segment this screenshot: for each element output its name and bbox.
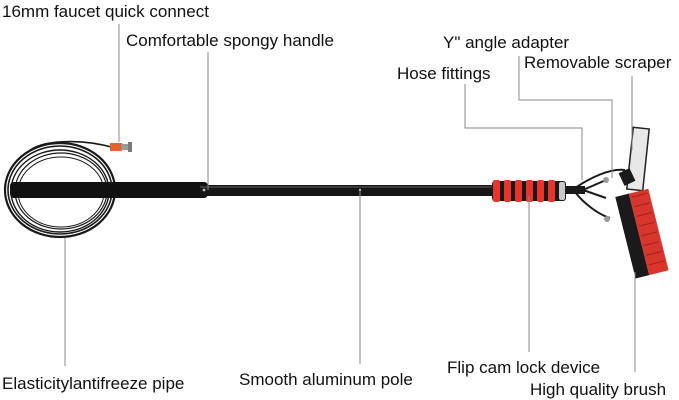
label-angle-adapter: Y" angle adapter (443, 33, 570, 52)
spongy-handle (10, 182, 208, 198)
brush-head-icon (615, 188, 669, 279)
removable-scraper-icon (618, 126, 651, 192)
label-faucet-quick-connect: 16mm faucet quick connect (2, 2, 209, 21)
faucet-connector-icon (110, 142, 132, 152)
label-spongy-handle: Comfortable spongy handle (126, 31, 334, 50)
label-antifreeze-pipe: Elasticitylantifreeze pipe (2, 374, 185, 393)
label-removable-scraper: Removable scraper (524, 53, 672, 72)
hose-lead (27, 140, 116, 153)
label-aluminum-pole: Smooth aluminum pole (239, 370, 413, 389)
label-brush: High quality brush (530, 380, 667, 399)
label-flip-cam-lock: Flip cam lock device (447, 358, 601, 377)
label-hose-fittings: Hose fittings (397, 64, 491, 83)
flip-cam-lock-clamps (492, 180, 566, 202)
aluminum-pole-shaft (200, 185, 495, 196)
leader-lines (64, 24, 636, 372)
